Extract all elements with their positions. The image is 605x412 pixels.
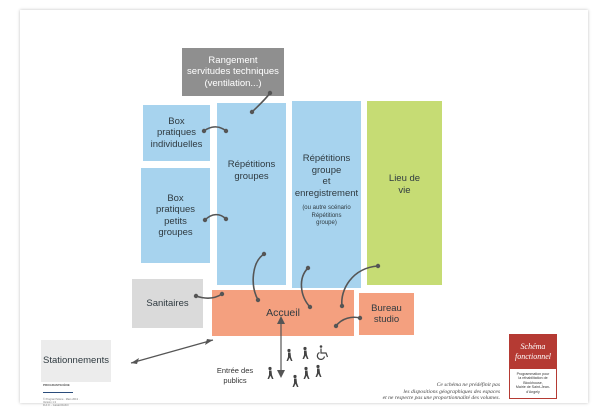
meta-title: PROGRAM'SCÈNE <box>43 383 70 388</box>
meta-lines: © Program'Scène · Mars 2013 · Version 1.… <box>43 397 80 408</box>
connector-enregistrement-accueil <box>300 265 313 310</box>
connector-accueil-bureau <box>333 315 363 329</box>
legend-title: Schéma fonctionnel <box>510 335 556 369</box>
repetitions-enregistrement-note: (ou autre scénario Répétitions groupe) <box>302 205 351 226</box>
pedestrian-icon <box>315 364 322 377</box>
pedestrian-icon <box>302 346 309 359</box>
arrow-stationnements-accueil <box>130 339 214 364</box>
connector-rangement <box>249 90 273 115</box>
pedestrian-icon <box>292 374 299 387</box>
sanitaires-box: Sanitaires <box>132 279 203 328</box>
legend-body: Programmation pour la réhabilitation de … <box>515 372 551 394</box>
connector-box-petits-groupes <box>202 213 229 223</box>
connector-box-individuelles <box>201 126 229 134</box>
pedestrian-icon <box>303 366 310 379</box>
box-pratiques-individuelles: Box pratiques individuelles <box>143 105 210 161</box>
lieu-de-vie-box: Lieu de vie <box>367 101 442 285</box>
rangement-box: Rangement servitudes techniques (ventila… <box>182 48 284 96</box>
connector-lieu-de-vie-accueil <box>339 263 381 309</box>
box-pratiques-petits-groupes: Box pratiques petits groupes <box>141 168 210 263</box>
bureau-studio-box: Bureau studio <box>359 293 414 335</box>
accueil-box: Accueil <box>212 290 354 336</box>
stationnements-box: Stationnements <box>41 340 111 382</box>
arrow-entree-accueil <box>277 316 285 378</box>
pedestrian-icon <box>267 366 274 379</box>
footnote: Ce schéma ne prédéfinit pas les disposit… <box>382 382 500 402</box>
pedestrian-icon <box>286 348 293 361</box>
meta-block: PROGRAM'SCÈNE © Program'Scène · Mars 201… <box>43 381 83 411</box>
repetitions-groupes-box: Répétitions groupes <box>217 103 286 285</box>
legend-card: Schéma fonctionnel Programmation pour la… <box>509 334 557 399</box>
wheelchair-icon <box>316 345 329 360</box>
connector-sanitaires-accueil <box>193 291 225 299</box>
connector-repetitions-groupes-accueil <box>252 251 267 303</box>
meta-divider <box>43 391 73 394</box>
repetitions-enregistrement-label: Répétitions groupe et enregistrement <box>294 153 359 199</box>
entree-publics-label: Entrée des publics <box>216 366 254 385</box>
repetitions-enregistrement-box: Répétitions groupe et enregistrement (ou… <box>292 101 361 288</box>
